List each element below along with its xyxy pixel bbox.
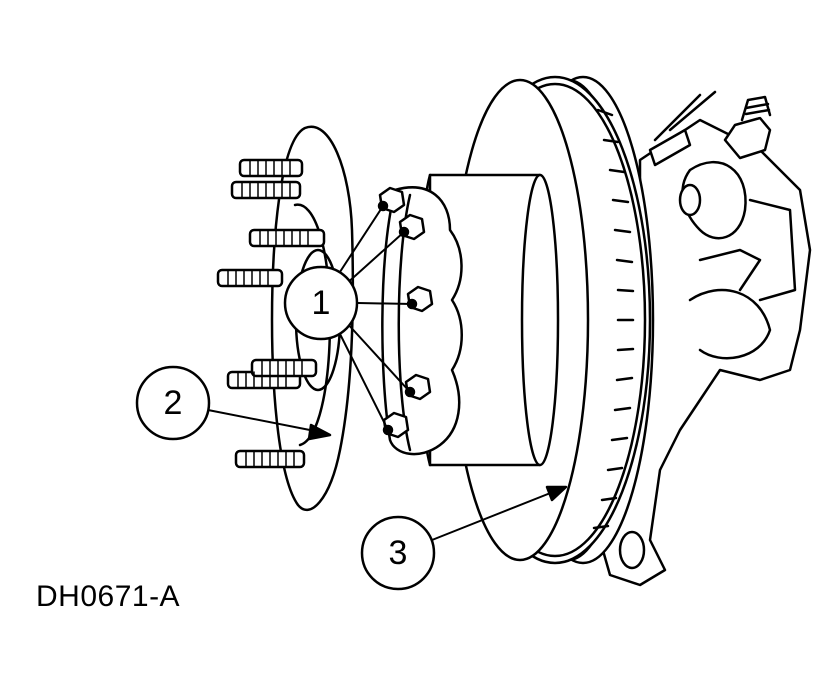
callout-3-leader — [431, 485, 568, 541]
callout-1-label: 1 — [312, 284, 331, 322]
bolt-4 — [404, 373, 432, 401]
bolt-3 — [406, 285, 434, 313]
caliper-knuckle — [598, 90, 812, 587]
callout-1-leaders — [335, 205, 413, 431]
bolt-5 — [382, 411, 410, 439]
callout-1 — [283, 265, 359, 341]
figure-id: DH0671-A — [36, 580, 181, 613]
hub-bolts — [377, 186, 434, 439]
callout-2-leader — [207, 409, 332, 441]
wheel-studs — [216, 158, 326, 469]
callout-2 — [135, 365, 211, 441]
bolt-2 — [398, 213, 426, 241]
callout-2-label: 2 — [164, 384, 183, 422]
callout-3-label: 3 — [389, 534, 408, 572]
bolt-1 — [377, 186, 406, 214]
callout-3 — [360, 515, 436, 591]
